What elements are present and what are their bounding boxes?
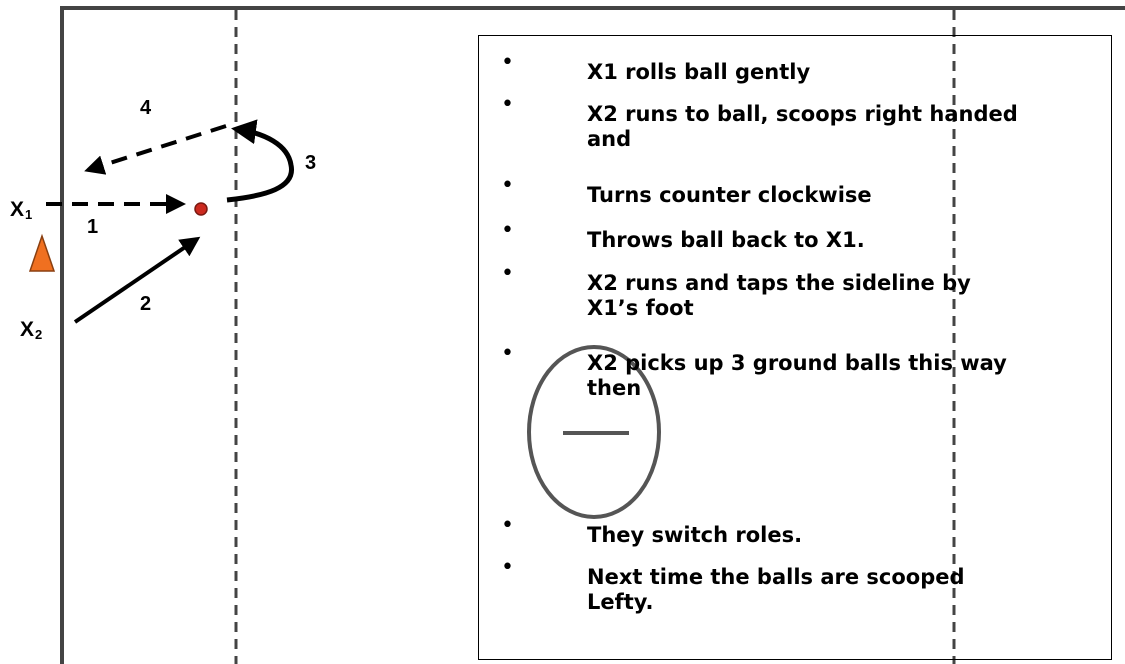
arrow-2-run [73,236,201,324]
bullet-icon: • [501,173,514,198]
instructions-box: • X1 rolls ball gently • X2 runs to ball… [478,35,1112,660]
note-item: • X1 rolls ball gently [479,52,1111,120]
step-label-2: 2 [140,293,152,315]
note-item: • Throws ball back to X1. [479,220,1111,288]
note-text: X2 runs to ball, scoops right handed and [587,102,1018,151]
note-item: • X2 runs to ball, scoops right handed a… [479,94,1111,162]
note-item: • X2 picks up 3 ground balls this way th… [479,343,1111,411]
arrow-4-throw [84,124,227,175]
bullet-icon: • [501,261,514,286]
note-text: Throws ball back to X1. [587,228,865,252]
note-text: Turns counter clockwise [587,183,872,207]
player-x1-letter: X [10,198,25,221]
player-x1-label: X1 [10,199,32,221]
note-text: X1 rolls ball gently [587,60,811,84]
bullet-icon: • [501,218,514,243]
field-boundary [60,6,1125,664]
player-x1-sub: 1 [25,207,33,222]
step-label-1: 1 [87,216,99,238]
player-x2-letter: X [20,318,35,341]
player-x2-sub: 2 [35,327,43,342]
note-item: • Next time the balls are scooped Lefty. [479,557,1111,625]
ball-icon [194,202,208,216]
note-text: Next time the balls are scooped Lefty. [587,565,965,614]
bullet-icon: • [501,92,514,117]
bullet-icon: • [501,555,514,580]
note-text: They switch roles. [587,523,803,547]
step-label-3: 3 [305,152,317,174]
step-label-4: 4 [140,97,152,119]
note-text: X2 runs and taps the sideline by X1’s fo… [587,271,971,320]
note-item: • They switch roles. [479,515,1111,583]
bullet-icon: • [501,50,514,75]
note-item: • Turns counter clockwise [479,175,1111,243]
note-item: • X2 runs and taps the sideline by X1’s … [479,263,1111,331]
player-x2-label: X2 [20,319,42,341]
cone-icon [28,233,56,272]
circle-minus-symbol [527,345,661,519]
bullet-icon: • [501,341,514,366]
arrow-3-turn [226,119,294,203]
note-text: X2 picks up 3 ground balls this way then [587,351,1007,400]
bullet-icon: • [501,513,514,538]
